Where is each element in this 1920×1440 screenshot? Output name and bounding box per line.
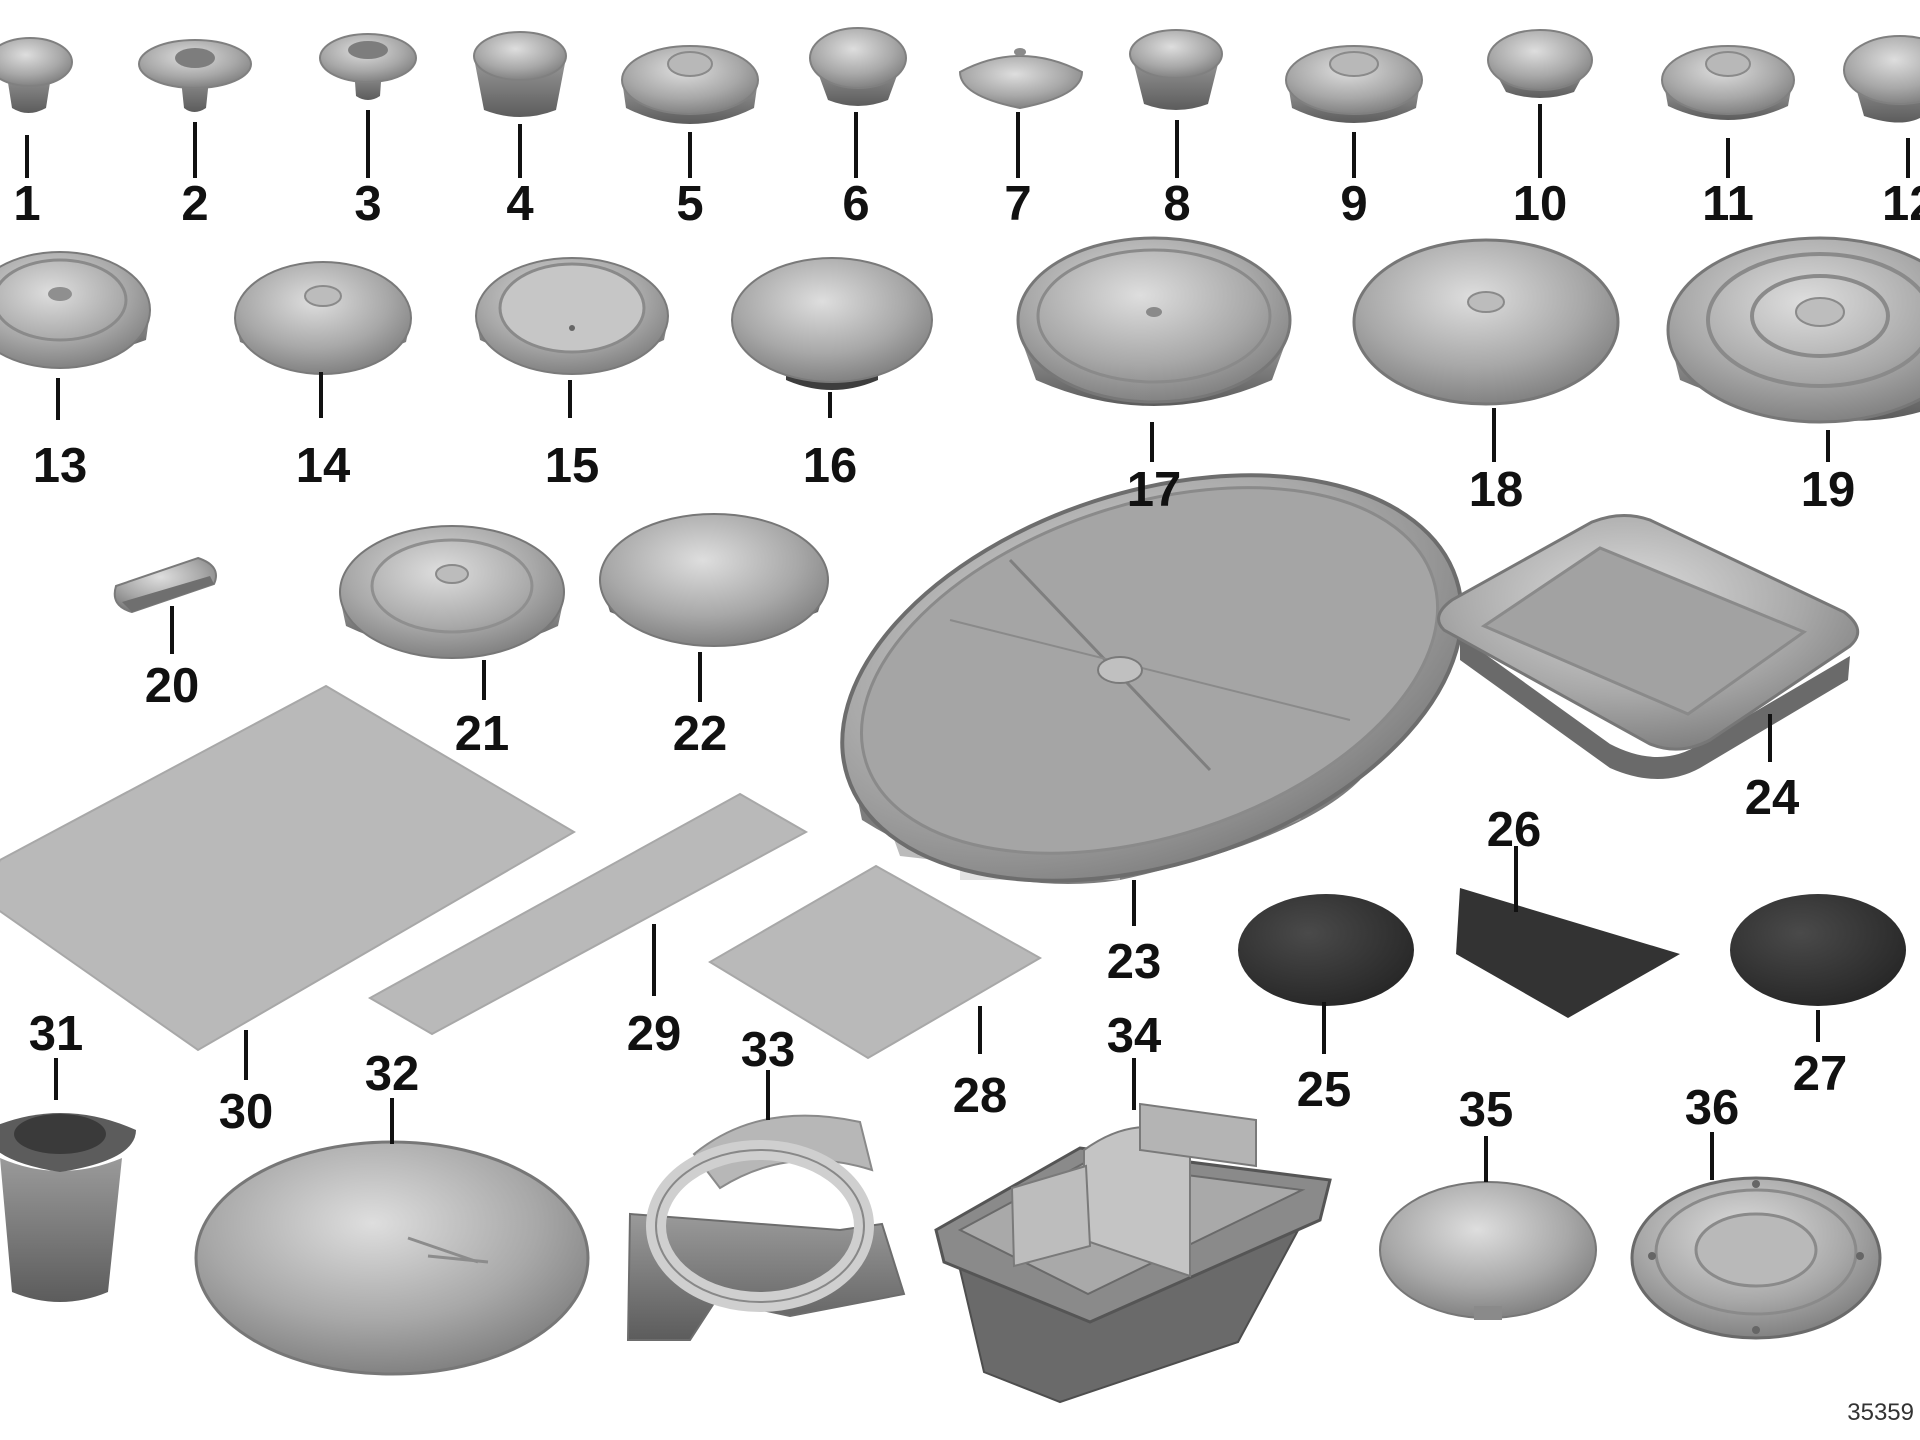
part-29-strip [367,792,809,1036]
part-26-dark-square-pad [1456,888,1680,1018]
part-label-31: 31 [29,1007,84,1061]
part-label-21: 21 [455,707,510,761]
part-label-22: 22 [673,707,728,761]
part-12-plug [1843,35,1920,123]
part-16-dome-plug [731,257,933,390]
part-8-plug [1129,29,1223,110]
part-label-13: 13 [33,439,88,493]
part-label-29: 29 [627,1007,682,1061]
part-label-8: 8 [1163,177,1190,231]
part-30-insulation-sheet [0,684,576,1052]
part-28-pad [708,864,1043,1060]
part-label-2: 2 [181,177,208,231]
part-23-oval-cover [840,473,1464,884]
part-label-18: 18 [1469,463,1524,517]
part-label-34: 34 [1107,1009,1162,1063]
part-label-30: 30 [219,1085,274,1139]
part-label-20: 20 [145,659,200,713]
diagram-reference-number: 35359 [1847,1399,1914,1426]
part-15-cup-grommet [475,257,669,375]
part-24-square-cover [1437,514,1860,779]
part-35-cap [1379,1181,1597,1320]
part-label-9: 9 [1340,177,1367,231]
part-31-tapered-grommet [0,1113,136,1302]
part-label-28: 28 [953,1069,1008,1123]
part-label-24: 24 [1745,771,1800,825]
part-label-3: 3 [354,177,381,231]
part-18-large-cap [1352,238,1620,406]
part-label-7: 7 [1004,177,1031,231]
part-label-11: 11 [1702,177,1754,231]
part-33-bracket [626,1114,906,1341]
part-14-cap [234,261,412,375]
part-label-33: 33 [741,1023,796,1077]
part-1-small-plug [0,37,73,113]
part-13-grommet [0,251,151,369]
part-3-grommet [319,33,417,100]
part-label-32: 32 [365,1047,420,1101]
part-17-large-grommet [1016,236,1292,406]
part-7-dome-plug [958,48,1084,110]
part-label-14: 14 [296,439,351,493]
part-label-26: 26 [1487,803,1542,857]
part-21-cap [339,525,565,659]
part-label-36: 36 [1685,1081,1740,1135]
part-label-4: 4 [506,177,533,231]
part-label-23: 23 [1107,935,1162,989]
part-label-16: 16 [803,439,858,493]
part-25-dark-round-pad [1238,894,1414,1006]
part-label-17: 17 [1127,463,1182,517]
part-34-jack-pad [934,1102,1332,1404]
part-label-25: 25 [1297,1063,1352,1117]
part-27-dark-round-pad [1730,894,1906,1006]
part-11-cap [1661,45,1795,120]
part-label-6: 6 [842,177,869,231]
part-32-large-cover [194,1140,590,1376]
part-19-ribbed-cap [1666,236,1920,424]
part-label-35: 35 [1459,1083,1514,1137]
part-22-round-pad [599,513,829,647]
part-label-12: 12 [1882,177,1920,231]
part-5-cap [621,45,759,124]
part-6-plug [809,27,907,106]
part-label-5: 5 [676,177,703,231]
part-label-27: 27 [1793,1047,1848,1101]
part-label-15: 15 [545,439,600,493]
part-10-plug [1487,29,1593,98]
part-2-grommet [138,39,252,112]
part-label-19: 19 [1801,463,1856,517]
part-4-plug [473,31,567,117]
part-label-10: 10 [1513,177,1568,231]
part-9-cap [1285,45,1423,123]
part-20-oval-plug [113,556,217,614]
part-36-round-cover [1630,1176,1882,1340]
part-label-1: 1 [13,177,40,231]
